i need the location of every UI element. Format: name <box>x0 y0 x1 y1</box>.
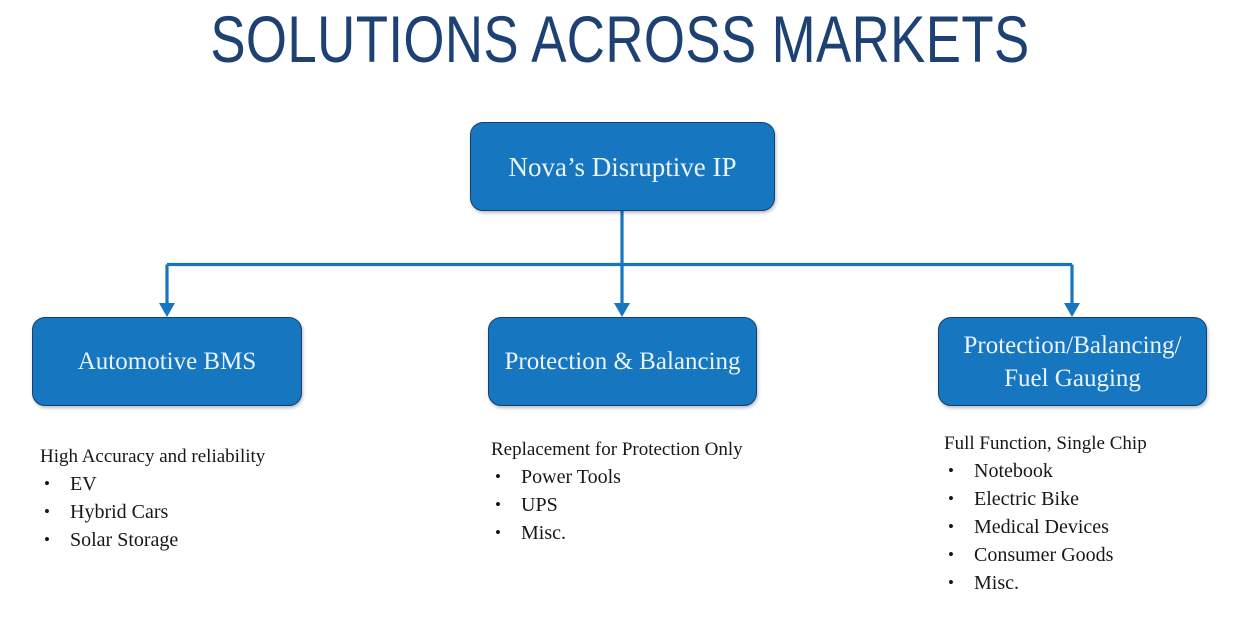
node-root-nova-disruptive-ip[interactable]: Nova’s Disruptive IP <box>470 122 775 211</box>
detail-column-full-function: Full Function, Single Chip • Notebook • Ele… <box>944 431 1147 597</box>
list-item-label: Notebook <box>974 460 1053 482</box>
list-item: • EV <box>40 470 265 498</box>
list-item: • Solar Storage <box>40 526 265 554</box>
list-item-label: Medical Devices <box>974 516 1109 538</box>
list-item-label: Misc. <box>521 522 566 544</box>
node-branch-protection-balancing-fuel-gauging[interactable]: Protection/Balancing/ Fuel Gauging <box>938 317 1207 406</box>
bullet-icon: • <box>495 495 501 514</box>
list-item: • Misc. <box>491 519 743 547</box>
detail-heading: High Accuracy and reliability <box>40 446 266 467</box>
list-item: • UPS <box>491 491 743 519</box>
detail-heading: Full Function, Single Chip <box>944 433 1147 454</box>
list-item: • Hybrid Cars <box>40 498 265 526</box>
list-item-label: Misc. <box>974 572 1019 594</box>
detail-list: • Power Tools • UPS • Misc. <box>491 463 743 547</box>
list-item: • Consumer Goods <box>944 541 1147 569</box>
detail-list: • EV • Hybrid Cars • Solar Storage <box>40 470 265 554</box>
bullet-icon: • <box>495 523 501 542</box>
list-item: • Medical Devices <box>944 513 1147 541</box>
bullet-icon: • <box>948 461 954 480</box>
bullet-icon: • <box>948 573 954 592</box>
detail-heading: Replacement for Protection Only <box>491 439 743 460</box>
bullet-icon: • <box>44 474 50 493</box>
list-item: • Power Tools <box>491 463 743 491</box>
bullet-icon: • <box>948 517 954 536</box>
node-branch-automotive-bms[interactable]: Automotive BMS <box>32 317 302 406</box>
list-item-label: Hybrid Cars <box>70 501 169 523</box>
list-item-label: Solar Storage <box>70 529 179 551</box>
node-root-label: Nova’s Disruptive IP <box>508 151 737 182</box>
bullet-icon: • <box>44 530 50 549</box>
page-title: SOLUTIONS ACROSS MARKETS <box>210 2 1030 76</box>
bullet-icon: • <box>495 467 501 486</box>
node-branch-label: Protection/Balancing/ Fuel Gauging <box>963 331 1182 392</box>
detail-column-automotive: High Accuracy and reliability • EV • Hybrid… <box>40 444 265 554</box>
detail-column-protection: Replacement for Protection Only • Power T… <box>491 437 743 547</box>
node-branch-label: Automotive BMS <box>77 347 257 375</box>
list-item-label: Power Tools <box>521 466 621 488</box>
list-item: • Misc. <box>944 569 1147 597</box>
node-branch-label: Protection & Balancing <box>504 347 741 375</box>
arrowhead-middle <box>614 303 630 317</box>
list-item-label: Consumer Goods <box>974 544 1114 566</box>
list-item: • Electric Bike <box>944 485 1147 513</box>
bullet-icon: • <box>44 502 50 521</box>
bullet-icon: • <box>948 545 954 564</box>
bullet-icon: • <box>948 489 954 508</box>
arrowhead-right <box>1064 303 1080 317</box>
list-item: • Notebook <box>944 457 1147 485</box>
list-item-label: UPS <box>521 494 558 516</box>
node-branch-protection-balancing[interactable]: Protection & Balancing <box>488 317 757 406</box>
detail-list: •Notebook•Electric Bike•Medical Devices•… <box>944 457 1147 597</box>
list-item-label: EV <box>70 473 97 495</box>
list-item-label: Electric Bike <box>974 488 1079 510</box>
arrowhead-left <box>159 303 175 317</box>
